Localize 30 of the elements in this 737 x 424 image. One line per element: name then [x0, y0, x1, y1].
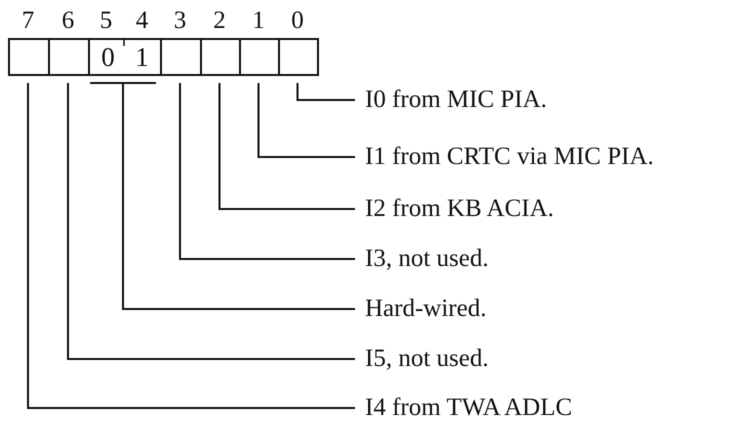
bit-number: 4	[134, 6, 150, 36]
bit-description: I0 from MIC PIA.	[365, 85, 547, 115]
bit-number: 7	[20, 6, 36, 36]
bit-number: 2	[212, 6, 227, 36]
bit-description: Hard-wired.	[365, 294, 486, 324]
bit-number: 0	[290, 6, 305, 36]
leader-line	[89, 82, 356, 310]
register-bit-cell	[200, 38, 241, 76]
bit-description: I4 from TWA ADLC	[365, 393, 572, 423]
bit-number: 6	[60, 6, 76, 36]
bit-description: I3, not used.	[365, 244, 489, 274]
register-bit-cell	[48, 38, 90, 76]
bit-description: I2 from KB ACIA.	[365, 194, 554, 224]
bit-number: 5	[98, 6, 114, 36]
register-bit-cell	[160, 38, 202, 76]
register-bit-cell	[8, 38, 50, 76]
bit-number: 3	[172, 6, 188, 36]
register-bit-cell: 0	[88, 38, 126, 76]
register-bit-cell	[239, 38, 280, 76]
leader-line	[179, 83, 355, 260]
leader-line	[67, 83, 355, 360]
leader-line	[27, 83, 355, 409]
leader-line	[218, 83, 355, 210]
register-bit-cell: 1	[124, 38, 162, 76]
bit-number: 1	[251, 6, 266, 36]
leader-line	[258, 83, 355, 158]
bit-description: I5, not used.	[365, 344, 489, 374]
bit-description: I1 from CRTC via MIC PIA.	[365, 142, 654, 172]
register-bit-cell	[278, 38, 319, 76]
leader-line	[296, 83, 355, 101]
